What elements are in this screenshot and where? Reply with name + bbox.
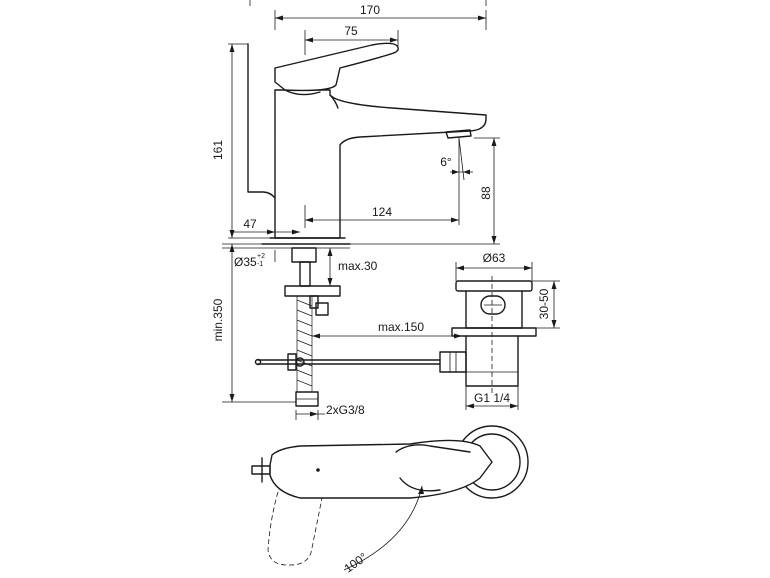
dim-label-63: Ø63 <box>483 251 506 265</box>
dim-170: 170 <box>249 0 487 30</box>
dim-label-min350: min.350 <box>211 298 225 341</box>
dim-label-35: Ø35 <box>234 255 257 269</box>
waste-valve <box>439 276 537 396</box>
dim-g114: G1 1/4 <box>465 386 519 410</box>
dim-max150: max.150 <box>312 320 462 339</box>
dim-label-47: 47 <box>243 217 257 231</box>
dim-label-124: 124 <box>372 205 392 219</box>
dim-63: Ø63 <box>455 251 533 281</box>
mixer-side-view <box>247 42 487 249</box>
dim-124: 124 <box>304 205 459 228</box>
dim-35: Ø35 +2 -1 <box>234 250 276 269</box>
dim-label-g38: 2xG3/8 <box>326 403 365 417</box>
dim-label-max150: max.150 <box>378 320 424 334</box>
dim-label-75: 75 <box>344 24 358 38</box>
mixer-top-view: 100° <box>251 425 529 576</box>
dim-label-30-50: 30-50 <box>537 288 551 319</box>
dim-47: 47 <box>232 217 300 235</box>
dim-161: 161 <box>211 43 270 239</box>
dim-label-max30: max.30 <box>338 259 378 273</box>
installation-view <box>222 243 441 407</box>
dim-label-88: 88 <box>479 186 493 200</box>
dim-label-35-tol-minus: -1 <box>257 261 263 268</box>
dim-label-161: 161 <box>211 140 225 160</box>
dim-label-170: 170 <box>360 3 380 17</box>
dim-6deg: 6° <box>440 137 473 225</box>
dim-label-g114: G1 1/4 <box>474 391 510 405</box>
dim-label-6deg: 6° <box>440 155 452 169</box>
dim-label-35-tol-plus: +2 <box>257 253 265 260</box>
dim-30-50: 30-50 <box>532 280 560 329</box>
dim-max30: max.30 <box>327 248 378 286</box>
dim-88: 88 <box>350 137 500 245</box>
dim-label-100deg: 100° <box>342 550 371 576</box>
dim-g38: 2xG3/8 <box>295 403 365 420</box>
dim-75: 75 <box>304 24 399 55</box>
